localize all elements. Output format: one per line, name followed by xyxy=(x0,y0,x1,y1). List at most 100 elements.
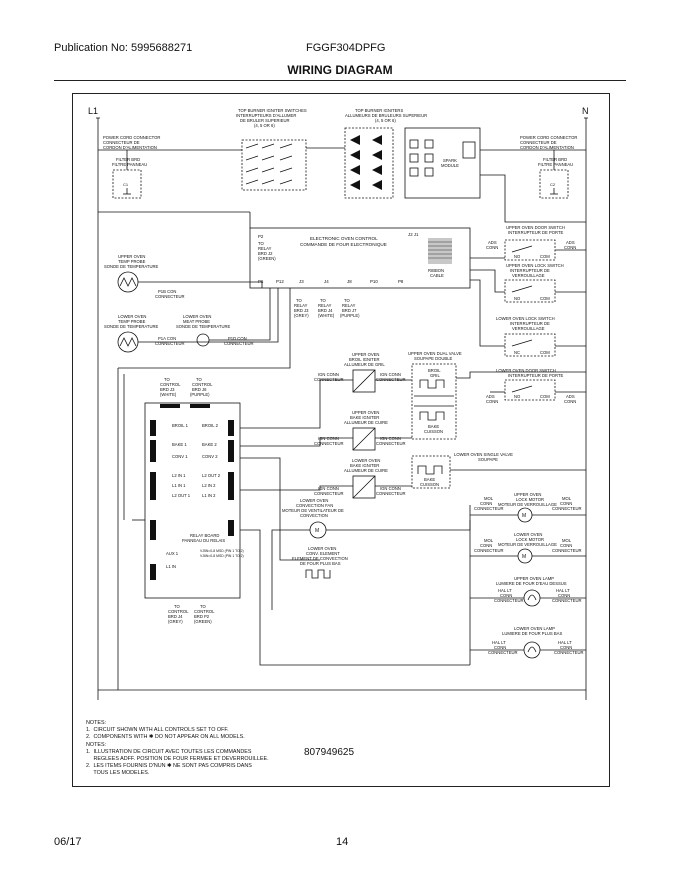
relay-right-4: L2 OUT 2 xyxy=(202,473,221,478)
relay-left-1: BROIL 1 xyxy=(172,423,189,428)
ads-conn-8: CONN xyxy=(564,399,576,404)
hal-11: CONN xyxy=(560,645,572,650)
broil-1: BROIL xyxy=(428,368,441,373)
hal-7: HAL LT xyxy=(492,640,506,645)
ign-conn-9: IGN CONN xyxy=(318,486,339,491)
conv-fan-3: MOTEUR DE VENTILATEUR DE xyxy=(282,508,344,513)
to-control-j6-2: CONTROL xyxy=(192,382,213,387)
hal-3: CONNECTEUR xyxy=(494,598,524,603)
note-line: 1. CIRCUIT SHOWN WITH ALL CONTROLS SET T… xyxy=(86,727,229,734)
relay-right-1: BROIL 2 xyxy=(202,423,219,428)
hal-1: HAL LT xyxy=(498,588,512,593)
com-2: COM xyxy=(540,296,550,301)
upper-probe-label-2: TEMP PROBE xyxy=(118,259,146,264)
upper-lamp-1: UPPER OVEN LAMP xyxy=(514,576,554,581)
to-control-j3-2: CONTROL xyxy=(160,382,181,387)
bake-igniter-3: ALLUMEUR DE CUIRE xyxy=(344,420,388,425)
to-control-j6-4: (PURPLE) xyxy=(190,392,210,397)
to-relay-4: (GREEN) xyxy=(258,256,276,261)
relay-j4-4: (WHITE) xyxy=(318,313,335,318)
power-cord-right-label-3: CORDON D'ALIMENTATION xyxy=(520,145,574,150)
lower-lock-motor-2: LOCK MOTOR xyxy=(516,537,544,542)
conv-element-3: ELEMENT DE CONVECTION xyxy=(292,556,348,561)
ads-conn-5: ADS xyxy=(486,394,495,399)
bake-igniter-1: UPPER OVEN xyxy=(352,410,379,415)
convection-fan: LOWER OVEN CONVECTION FAN MOTEUR DE VENT… xyxy=(282,498,344,539)
lower-lock-motor-3: MOTEUR DE VERROUILLAGE xyxy=(498,542,557,547)
relay-board-label-2: PANNEAU DU RELAIS xyxy=(182,538,225,543)
lower-door-label-1: LOWER OVEN DOOR SWITCH xyxy=(496,368,556,373)
relay-left-6: L2 OUT 1 xyxy=(172,493,191,498)
to-control-j2-2: CONTROL xyxy=(194,609,215,614)
burner-switches-label-2: INTERRUPTEURS D'ALLUMER xyxy=(236,113,296,118)
power-cord-left-label-3: CORDON D'ALIMENTATION xyxy=(103,145,157,150)
upper-probe-label-1: UPPER OVEN xyxy=(118,254,145,259)
to-control-j4-2: CONTROL xyxy=(168,609,189,614)
svg-text:J2 J1: J2 J1 xyxy=(408,232,419,237)
to-relay-3: BRD J2 xyxy=(258,251,273,256)
mol-7: MOL xyxy=(484,538,494,543)
lower-temp-probe: LOWER OVEN TEMP PROBE SONDE DE TEMPERATU… xyxy=(104,314,158,353)
note-line: NOTES: xyxy=(86,720,107,726)
lower-probe-label-1: LOWER OVEN xyxy=(118,314,146,319)
relay-left-2: BAKE 1 xyxy=(172,442,187,447)
p1d-con-2: CONNECTEUR xyxy=(224,341,254,346)
svg-text:C2: C2 xyxy=(550,182,556,187)
bake-3: BAKE xyxy=(424,477,435,482)
relay-right-2: BAKE 2 xyxy=(202,442,217,447)
p1d-con-1: P1D CON xyxy=(228,336,247,341)
title-rule xyxy=(54,80,626,81)
eoc-label-1: ELECTRONIC OVEN CONTROL xyxy=(310,236,378,241)
mol-12: CONNECTEUR xyxy=(552,548,582,553)
filter-left-label-2: FILTRE PANNEAU xyxy=(112,162,147,167)
lower-igniter-1: LOWER OVEN xyxy=(352,458,380,463)
ads-conn-2: CONN xyxy=(486,245,498,250)
upper-lock-label-2: INTERRUPTEUR DE xyxy=(510,268,550,273)
lower-igniter-3: ALLUMEUR DE CUIRE xyxy=(344,468,388,473)
footer-page: 14 xyxy=(336,836,349,848)
bake-igniter-2: BAKE IGNITER xyxy=(350,415,379,420)
svg-text:P2: P2 xyxy=(258,234,264,239)
svg-text:M: M xyxy=(522,554,526,560)
power-cord-left-label-2: CONNECTEUR DE xyxy=(103,140,140,145)
ign-conn-5: IGN CONN xyxy=(318,436,339,441)
lower-lock-label-2: INTERRUPTEUR DE xyxy=(510,321,550,326)
to-control-j2-3: BRD P2 xyxy=(194,614,210,619)
upper-temp-probe: UPPER OVEN TEMP PROBE SONDE DE TEMPERATU… xyxy=(104,254,158,293)
burner-switches: TOP BURNER IGNITER SWITCHES INTERRUPTEUR… xyxy=(236,108,307,191)
note-line: NOTES: xyxy=(86,741,107,748)
upper-lock-motor-1: UPPER OVEN xyxy=(514,492,541,497)
spark-module: SPARK MODULE xyxy=(404,127,481,199)
broil-2: GRIL xyxy=(430,373,440,378)
svg-text:P12: P12 xyxy=(276,279,284,284)
mol-2: CONN xyxy=(480,501,492,506)
lower-igniter-2: BAKE IGNITER xyxy=(350,463,379,468)
lower-probe-label-2: TEMP PROBE xyxy=(118,319,146,324)
to-relay-2: RELAY xyxy=(258,246,272,251)
broil-igniter: UPPER OVEN BROIL IGNITER ALLUMEUR DE GRI… xyxy=(314,352,406,393)
hal-6: CONNECTEUR xyxy=(552,598,582,603)
hal-10: HAL LT xyxy=(558,640,572,645)
lower-lock-motor-1: LOWER OVEN xyxy=(514,532,542,537)
relay-right-5: L2 IN 2 xyxy=(202,483,216,488)
relay-j4-3: BRD J4 xyxy=(318,308,333,313)
relay-j3-3: BRD J3 xyxy=(294,308,309,313)
part-number: 807949625 xyxy=(304,747,355,758)
upper-probe-label-3: SONDE DE TEMPERATURE xyxy=(104,264,158,269)
ign-conn-11: IGN CONN xyxy=(380,486,401,491)
filter-right-label-1: FILTER BRD xyxy=(543,157,567,162)
relay-misc-2: VJ6N=0-8 MSD (PIN 1 TO 2) xyxy=(200,554,244,558)
convection-element: LOWER OVEN CONV. ELEMENT ELEMENT DE CONV… xyxy=(292,546,348,579)
hal-9: CONNECTEUR xyxy=(488,650,518,655)
relay-l1in: L1 IN xyxy=(166,564,176,569)
lower-lamp-2: LUMIERE DE FOUR PLUS BAS xyxy=(502,631,562,636)
to-control-j4-3: BRD J4 xyxy=(168,614,183,619)
bake-1: BAKE xyxy=(428,424,439,429)
upper-lock-label-1: UPPER OVEN LOCK SWITCH xyxy=(506,263,564,268)
power-cord-left: POWER CORD CONNECTOR CONNECTEUR DE CORDO… xyxy=(103,135,160,150)
meat-probe-label-2: MEAT PROBE xyxy=(183,319,210,324)
svg-text:P10: P10 xyxy=(370,279,378,284)
svg-text:J4: J4 xyxy=(324,279,329,284)
conv-fan-4: CONVECTION xyxy=(300,513,328,518)
relay-j7-4: (PURPLE) xyxy=(340,313,360,318)
